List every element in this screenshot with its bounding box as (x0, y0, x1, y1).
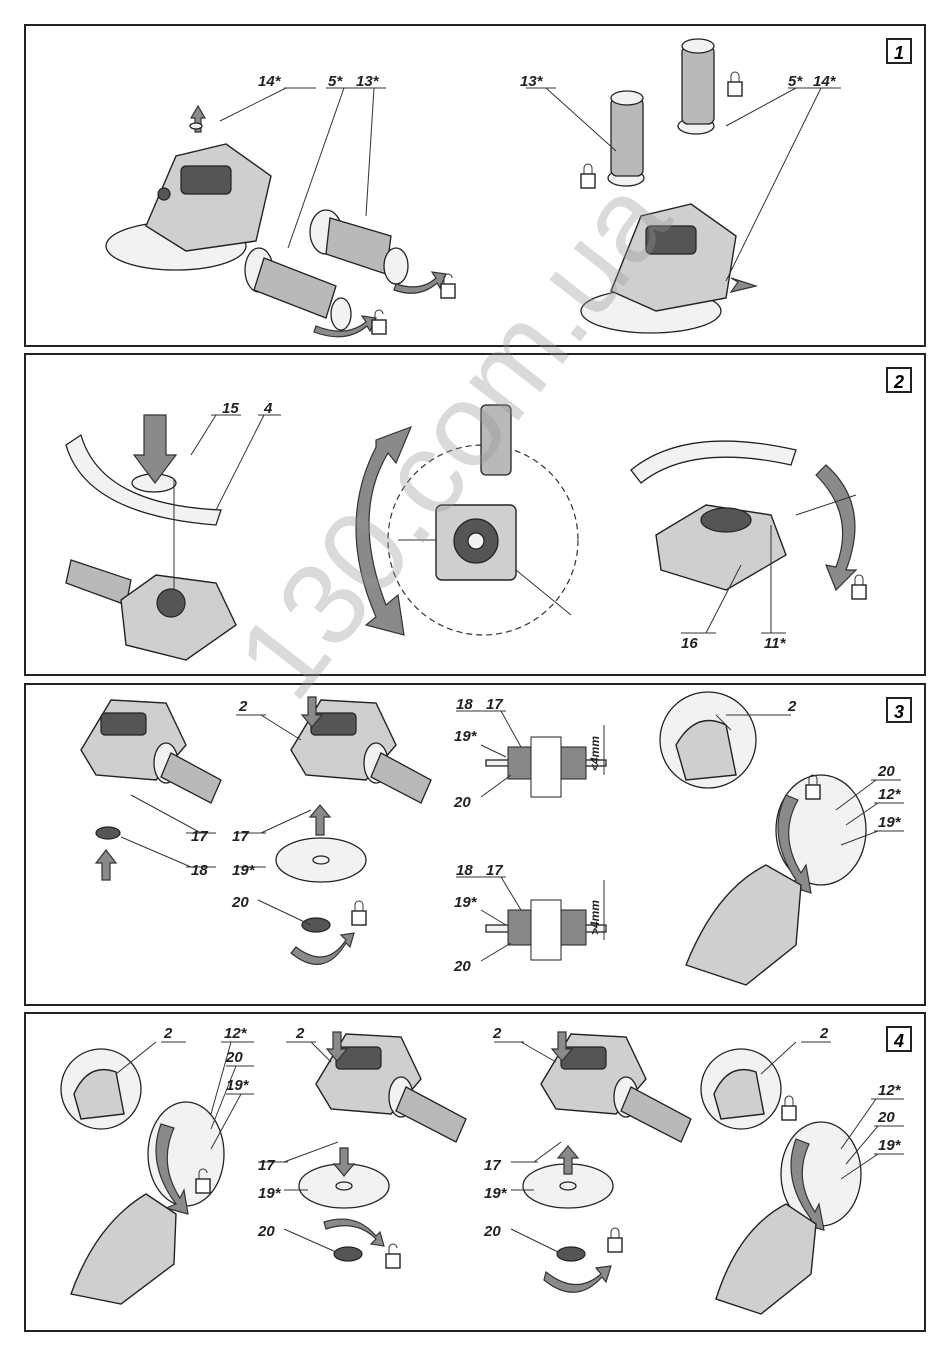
side-handle-icon (245, 248, 351, 330)
part-label: 13* (356, 73, 380, 90)
part-label: 5* (788, 73, 803, 90)
part-label: 2 (295, 1025, 305, 1042)
hand-icon (71, 1194, 176, 1304)
part-label: 17 (486, 862, 503, 879)
part-label: 2 (819, 1025, 829, 1042)
part-label: 19* (232, 862, 256, 879)
rotation-arrow-icon (324, 1219, 384, 1246)
part-label: 19* (258, 1185, 282, 1202)
angle-grinder-icon (81, 700, 221, 803)
direction-arrow-icon (816, 465, 856, 590)
rotation-arrow-icon (356, 427, 411, 635)
part-label: 19* (454, 728, 478, 745)
lock-icon (608, 1228, 622, 1252)
part-label: 19* (484, 1185, 508, 1202)
hand-icon (686, 865, 801, 985)
lock-icon (352, 901, 366, 925)
part-label: 20 (231, 894, 249, 911)
disc-removal-illustration: 2 12* 20 19* 2 17 19* (26, 1014, 924, 1330)
side-handle-icon (608, 91, 644, 186)
direction-arrow-icon (96, 850, 116, 880)
part-label: 17 (484, 1157, 501, 1174)
figure-panel-4: 4 2 12* 20 19* 2 (24, 1012, 926, 1332)
part-label: 17 (486, 696, 503, 713)
part-label: 2 (238, 698, 248, 715)
disc-mounting-illustration: 2 17 18 17 19* 20 <4mm 18 17 19* 20 (26, 685, 924, 1004)
part-label: 2 (787, 698, 797, 715)
rotation-arrow-icon (544, 1266, 611, 1292)
part-label: 18 (456, 862, 473, 879)
lock-icon (581, 164, 595, 188)
side-handle-icon (310, 210, 408, 284)
angle-grinder-icon (581, 204, 736, 333)
part-label: 17 (258, 1157, 275, 1174)
part-label: 20 (877, 1109, 895, 1126)
plug-part-icon (190, 123, 202, 129)
lock-icon (852, 575, 866, 599)
part-label: 5* (328, 73, 343, 90)
dimension-label: >4mm (588, 900, 602, 935)
clamping-nut-icon (334, 1247, 362, 1261)
part-label: 18 (456, 696, 473, 713)
unlock-icon (372, 310, 386, 334)
lock-icon (782, 1096, 796, 1120)
clamping-nut-icon (557, 1247, 585, 1261)
part-label: 19* (226, 1077, 250, 1094)
figure-panel-3: 3 2 17 18 17 (24, 683, 926, 1006)
part-label: 14* (813, 73, 837, 90)
angle-grinder-icon (66, 560, 236, 660)
figure-panel-2: 2 15 4 (24, 353, 926, 676)
direction-arrow-icon (134, 415, 176, 483)
part-label: 2 (163, 1025, 173, 1042)
part-label: 17 (232, 828, 249, 845)
guard-mounting-illustration: 15 4 16 11* (26, 355, 924, 674)
part-label: 17 (191, 828, 208, 845)
lock-icon (728, 72, 742, 96)
part-label: 20 (257, 1223, 275, 1240)
part-label: 14* (258, 73, 282, 90)
rotation-arrow-icon (291, 933, 354, 964)
angle-grinder-icon (106, 144, 271, 270)
part-label: 20 (453, 794, 471, 811)
direction-arrow-icon (310, 805, 330, 835)
clamping-nut-icon (302, 918, 330, 932)
part-label: 20 (877, 763, 895, 780)
dimension-label: <4mm (588, 736, 602, 771)
part-label: 2 (492, 1025, 502, 1042)
part-label: 12* (224, 1025, 248, 1042)
figure-panel-1: 1 14* 5* 13* (24, 24, 926, 347)
part-label: 4 (263, 400, 273, 417)
part-label: 20 (453, 958, 471, 975)
part-label: 12* (878, 786, 902, 803)
part-label: 15 (222, 400, 239, 417)
part-label: 18 (191, 862, 208, 879)
part-label: 20 (225, 1049, 243, 1066)
part-label: 19* (454, 894, 478, 911)
side-handle-icon (481, 405, 511, 475)
part-label: 19* (878, 1137, 902, 1154)
handle-mounting-illustration: 14* 5* 13* 13* 5* 14* (26, 26, 924, 345)
direction-arrow-icon (731, 278, 756, 292)
part-label: 20 (483, 1223, 501, 1240)
flange-icon (96, 827, 120, 839)
hand-icon (716, 1204, 816, 1314)
unlock-icon (386, 1244, 400, 1268)
part-label: 19* (878, 814, 902, 831)
side-handle-icon (678, 39, 714, 134)
part-label: 11* (764, 635, 787, 652)
part-label: 13* (520, 73, 544, 90)
part-label: 12* (878, 1082, 902, 1099)
part-label: 16 (681, 635, 698, 652)
